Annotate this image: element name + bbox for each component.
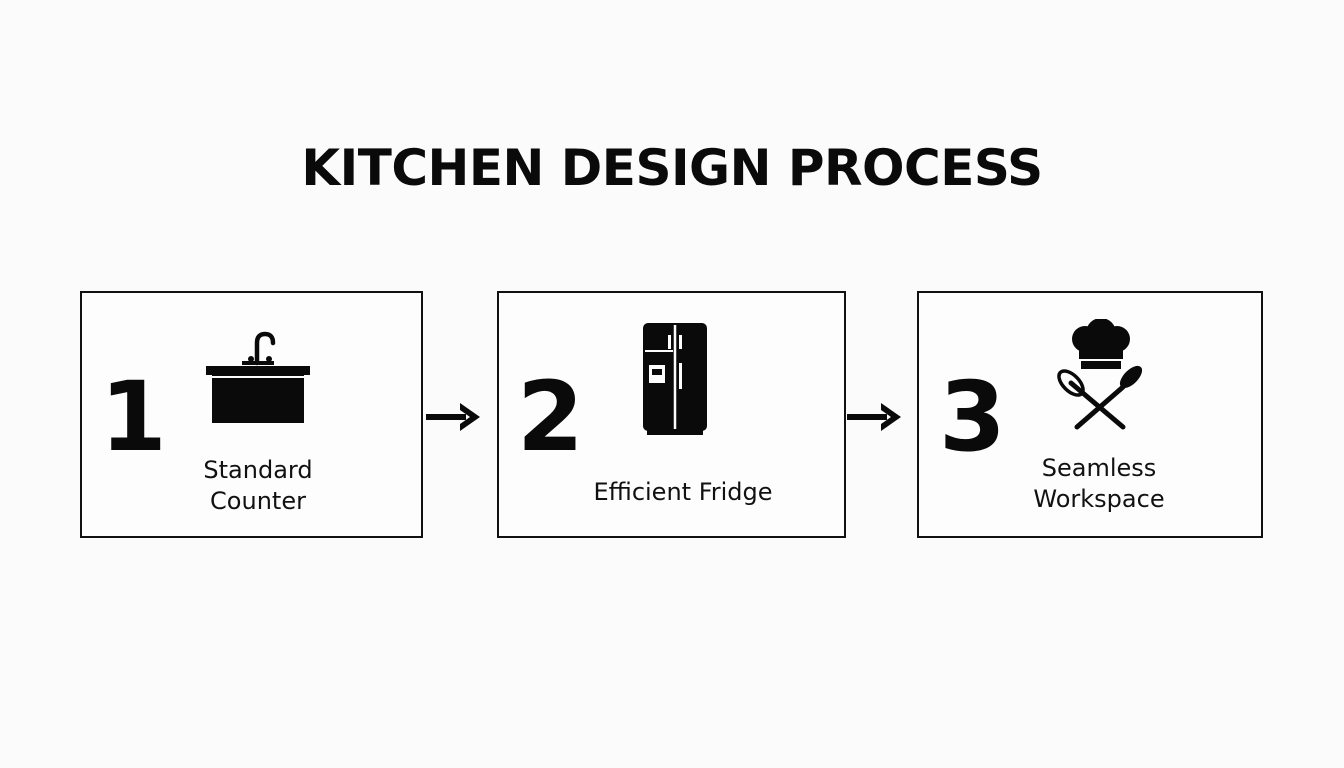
arrow-right-icon (426, 403, 480, 431)
step-2-number: 2 (517, 361, 584, 473)
step-2-label: Efficient Fridge (583, 477, 783, 508)
step-3-label: Seamless Workspace (999, 453, 1199, 515)
step-3-box: 3 Seamless Workspace (917, 291, 1263, 538)
step-2-label-line-1: Efficient Fridge (593, 478, 773, 506)
step-3-label-line-2: Workspace (1033, 485, 1165, 513)
step-2-box: 2 Efficient Fridge (497, 291, 846, 538)
step-3-label-line-1: Seamless (1041, 454, 1157, 482)
chef-hat-utensils-icon (1057, 319, 1143, 430)
diagram-title: KITCHEN DESIGN PROCESS (301, 139, 1043, 197)
step-1-label: Standard Counter (158, 455, 358, 517)
step-1-label-line-1: Standard (203, 456, 313, 484)
sink-counter-icon (206, 331, 310, 423)
step-3-number: 3 (939, 361, 1006, 473)
arrow-right-icon (847, 403, 901, 431)
step-1-box: 1 Standard Counter (80, 291, 423, 538)
refrigerator-icon (643, 323, 707, 435)
step-1-number: 1 (100, 361, 167, 473)
step-1-label-line-2: Counter (210, 487, 306, 515)
